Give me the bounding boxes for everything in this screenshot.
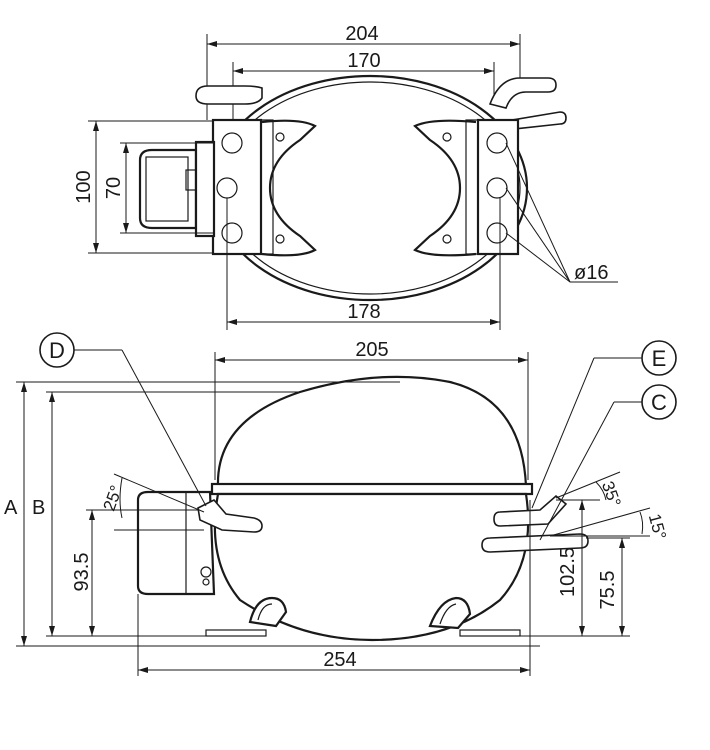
- angle-E-label: 35°: [598, 479, 625, 510]
- dim-body-width-label: 205: [355, 339, 388, 361]
- dim-B-label: B: [32, 497, 45, 519]
- top-view: 204 170: [73, 23, 618, 330]
- angle-D-label: 25°: [100, 483, 127, 514]
- dim-overall-width: 204: [206, 23, 521, 120]
- right-mounting-plate: [413, 118, 520, 257]
- dim-height-outer: 100: [73, 120, 213, 254]
- dim-A: A: [4, 381, 540, 647]
- top-left-pipe: [195, 85, 263, 105]
- dim-height-inner: 70: [103, 142, 213, 234]
- callout-C: C: [539, 384, 677, 541]
- angle-C: 15°: [549, 507, 670, 542]
- dim-B: B: [32, 391, 300, 637]
- callout-E-label: E: [652, 346, 667, 371]
- callout-D-label: D: [49, 338, 65, 363]
- dim-height-outer-label: 100: [73, 170, 95, 203]
- shell-flange: [210, 482, 534, 496]
- side-view: 205: [4, 332, 677, 676]
- dim-height-D-label: 93.5: [71, 553, 93, 592]
- callout-E: E: [531, 340, 677, 509]
- mounting-feet: [205, 596, 521, 637]
- dim-overall-width-label: 204: [345, 23, 378, 45]
- pipe-D: [197, 499, 263, 533]
- top-terminal-box: [138, 140, 216, 238]
- dim-A-label: A: [4, 497, 18, 519]
- dim-base-length: 254: [137, 500, 531, 676]
- dim-height-C: 75.5: [586, 537, 630, 637]
- dim-height-E-label: 102.5: [557, 547, 579, 597]
- dim-base-width: 178: [226, 198, 501, 330]
- hole-diameter-leader: ø16: [505, 142, 618, 284]
- dim-height-E: 102.5: [520, 499, 600, 637]
- dim-inner-width-label: 170: [347, 50, 380, 72]
- hole-diameter-label: ø16: [574, 262, 608, 284]
- dim-height-C-label: 75.5: [597, 571, 619, 610]
- upper-dome: [216, 375, 528, 488]
- callout-C-label: C: [651, 390, 667, 415]
- left-mounting-plate: [211, 118, 317, 257]
- callout-D: D: [39, 332, 207, 507]
- dim-inner-width: 170: [232, 50, 495, 130]
- angle-C-label: 15°: [645, 512, 670, 542]
- dim-height-inner-label: 70: [103, 177, 125, 199]
- pipe-C: [481, 533, 589, 553]
- dim-base-width-label: 178: [347, 301, 380, 323]
- dim-height-D: 93.5: [71, 509, 200, 636]
- dim-body-width: 205: [214, 339, 529, 480]
- dim-base-length-label: 254: [323, 649, 356, 671]
- side-terminal-box: [136, 490, 216, 596]
